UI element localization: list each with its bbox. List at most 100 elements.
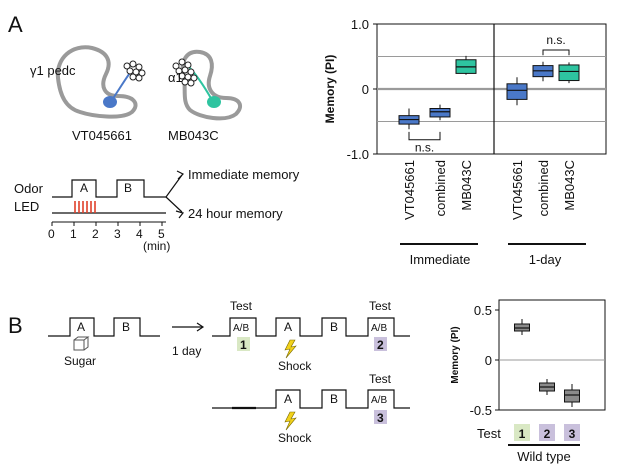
chart-a-ytick-label-2: -1.0 (347, 147, 369, 162)
chart-b-box-2 (564, 384, 580, 407)
chart-a-bracket-immediate (408, 131, 441, 141)
outcome-24-hour-memory: 24 hour memory (188, 206, 283, 221)
test2-choice-label: A/B (371, 323, 387, 334)
seq1-odor-b: B (330, 320, 338, 334)
chart-a-iqr-3 (506, 83, 528, 100)
arrowhead-immediate (176, 170, 185, 180)
protocol-timeline-b: A B Sugar 1 day Test A/B A B A/B Test 1 … (48, 299, 410, 445)
chart-a-xtick-label-0: VT045661 (402, 160, 417, 220)
time-tick-2: 2 (92, 227, 99, 241)
neuron-label-alpha1: α1 (168, 70, 183, 85)
chart-b-ytick-label-0: 0.5 (474, 303, 492, 318)
time-tick-5: 5 (158, 227, 165, 241)
chart-b-ytick-label-1: 0 (485, 353, 492, 368)
chart-a-bracket-1day (542, 49, 570, 56)
chart-b-frame (498, 299, 606, 411)
chart-b-badge-0 (514, 424, 530, 441)
chart-a: 1.0 0 -1.0 Memory (PI) n.s. n.s. VT045661 co… (323, 17, 607, 267)
chart-a-box-2 (455, 55, 477, 75)
odor-trace (52, 179, 166, 198)
chart-b-y-axis: 0.50-0.5 (470, 303, 499, 418)
chart-b-boxes (514, 319, 580, 407)
protocol-timeline-a: Odor LED A B 0 1 2 3 4 5 (min) Immediate… (14, 167, 300, 253)
chart-a-xtick-label-5: MB043C (562, 160, 577, 211)
chart-b-test-badges: 1 2 3 (514, 424, 580, 441)
arrowhead-24h (175, 210, 185, 219)
shock-label-2: Shock (278, 431, 312, 445)
line-label-vt045661: VT045661 (72, 128, 132, 143)
delay-label: 1 day (172, 344, 201, 358)
test2-badge (374, 337, 387, 351)
delay-arrowhead (196, 322, 205, 332)
test1-badge (237, 337, 250, 351)
time-tick-4: 4 (136, 227, 143, 241)
neuron-terminal-2 (207, 96, 221, 108)
time-axis-ticks (51, 222, 163, 226)
line-label-mb043c: MB043C (168, 128, 219, 143)
test3-badge (374, 410, 387, 424)
chart-a-group-label-1day: 1-day (529, 252, 562, 267)
chart-a-xtick-label-4: combined (536, 160, 551, 216)
chart-a-ns-immediate: n.s. (415, 141, 434, 155)
chart-a-box-3 (506, 77, 528, 106)
chart-a-ytick-label-0: 1.0 (351, 17, 369, 32)
chart-b-badge-label-2: 3 (569, 427, 576, 441)
chart-b-badge-label-0: 1 (519, 427, 526, 441)
training-odor-trace (48, 317, 160, 337)
test-sequence-2-trace (212, 389, 410, 409)
outcome-branch-lines (165, 174, 183, 213)
chart-b-xlabel: Test (477, 426, 501, 441)
chart-a-annotations: n.s. n.s. (408, 33, 570, 155)
training-odor-a: A (77, 320, 85, 334)
odor-row-label: Odor (14, 181, 44, 196)
chart-a-ns-1day: n.s. (546, 33, 565, 47)
chart-b-iqr-2 (564, 389, 580, 403)
sugar-cube-icon (73, 336, 90, 351)
led-pulses (74, 201, 96, 213)
neuron-terminal-1 (103, 96, 117, 108)
chart-a-group-label-immediate: Immediate (410, 252, 471, 267)
test3-label: Test (369, 372, 392, 386)
neuron-label-gamma1-pedc: γ1 pedc (30, 63, 76, 78)
chart-a-xtick-label-1: combined (433, 160, 448, 216)
test3-number: 3 (377, 411, 384, 425)
chart-a-iqr-5 (558, 64, 580, 82)
sugar-label: Sugar (64, 354, 96, 368)
chart-a-box-0 (398, 108, 420, 130)
chart-b-box-1 (539, 379, 555, 395)
chart-a-xtick-label-2: MB043C (459, 160, 474, 211)
test-sequence-1-trace (212, 317, 410, 337)
outcome-immediate-memory: Immediate memory (188, 167, 300, 182)
chart-b-ylabel: Memory (PI) (450, 326, 461, 383)
brain-diagram-vt045661 (55, 45, 146, 119)
chart-b-badge-label-1: 2 (544, 427, 551, 441)
brain-outline-1 (55, 45, 138, 119)
seq2-odor-b: B (330, 392, 338, 406)
test3-choice-label: A/B (371, 395, 387, 406)
odor-a-label: A (80, 181, 88, 195)
chart-a-box-1 (429, 104, 451, 121)
test1-number: 1 (240, 338, 247, 352)
time-tick-1: 1 (70, 227, 77, 241)
seq2-odor-a: A (284, 392, 292, 406)
led-row-label: LED (14, 199, 39, 214)
cell-body-cluster-2 (172, 58, 198, 87)
chart-a-ytick-label-1: 0 (362, 82, 369, 97)
chart-a-box-5 (558, 62, 580, 84)
time-tick-3: 3 (114, 227, 121, 241)
chart-b-group-label: Wild type (517, 449, 570, 464)
brain-diagram-mb043c (172, 49, 243, 121)
chart-b-badge-2 (564, 424, 580, 441)
chart-a-y-axis: 1.0 0 -1.0 (347, 17, 377, 162)
chart-a-ylabel: Memory (PI) (323, 55, 337, 124)
seq1-odor-a: A (284, 320, 292, 334)
chart-a-box-4 (532, 61, 554, 82)
chart-a-iqr-1 (429, 108, 451, 118)
chart-a-boxes (398, 55, 580, 130)
shock-icon-2 (284, 411, 297, 431)
shock-label-1: Shock (278, 359, 312, 373)
training-odor-b: B (122, 320, 130, 334)
test1-label: Test (230, 299, 253, 313)
time-tick-0: 0 (48, 227, 55, 241)
